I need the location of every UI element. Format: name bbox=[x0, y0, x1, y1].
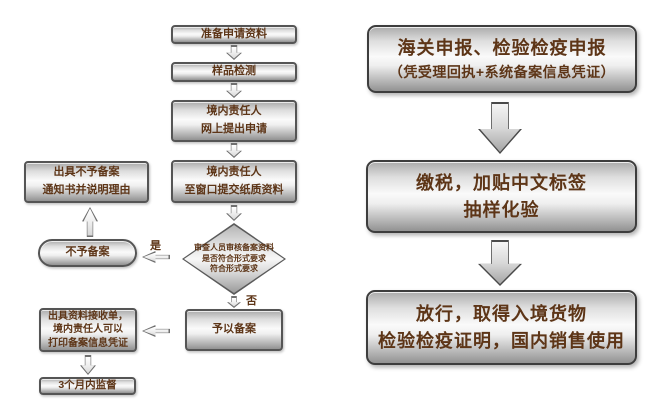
big-arrow-down-icon bbox=[478, 102, 522, 154]
decision-line-1: 审查人员审核备案资料 bbox=[194, 242, 274, 252]
step-window-submit-box: 境内责任人 至窗口提交纸质资料 bbox=[171, 160, 297, 203]
tax-label-line-2: 抽样化验 bbox=[463, 199, 540, 220]
yes-label: 是 bbox=[150, 240, 161, 252]
arrow-up-icon bbox=[82, 207, 98, 237]
arrow-down-icon bbox=[226, 205, 242, 221]
decision-diamond: 审查人员审核备案资料 是否符合形式要求 符合形式要求 bbox=[182, 223, 286, 295]
release-line-1: 放行，取得入境货物 bbox=[416, 304, 587, 325]
receipt-line-2: 境内责任人可以 bbox=[53, 324, 123, 336]
decision-line-2: 是否符合形式要求 bbox=[202, 253, 266, 263]
release-line-2: 检验检疫证明，国内销售使用 bbox=[378, 330, 625, 351]
step-prepare-label: 准备申请资料 bbox=[201, 27, 267, 40]
arrow-down-icon bbox=[226, 143, 242, 158]
online-apply-line-1: 境内责任人 bbox=[206, 105, 262, 118]
no-label: 否 bbox=[246, 295, 257, 307]
arrow-down-icon bbox=[80, 355, 96, 375]
reject-notice-box: 出具不予备案 通知书并说明理由 bbox=[24, 161, 149, 203]
supervision-box: 3个月内监督 bbox=[39, 377, 136, 395]
approve-box: 予以备案 bbox=[185, 309, 283, 351]
step-prepare-box: 准备申请资料 bbox=[171, 25, 297, 44]
arrow-down-icon bbox=[227, 296, 241, 308]
step-sample-test-box: 样品检测 bbox=[171, 62, 297, 82]
arrow-down-icon bbox=[226, 45, 242, 60]
release-box: 放行，取得入境货物 检验检疫证明，国内销售使用 bbox=[366, 290, 637, 365]
tax-label-box: 缴税，加贴中文标签 抽样化验 bbox=[366, 160, 637, 233]
approve-label: 予以备案 bbox=[212, 323, 256, 336]
online-apply-line-2: 网上提出申请 bbox=[201, 123, 267, 135]
window-submit-line-2: 至窗口提交纸质资料 bbox=[184, 183, 284, 196]
arrow-left-icon bbox=[142, 325, 170, 337]
decision-line-3: 符合形式要求 bbox=[210, 264, 258, 274]
reject-notice-line-1: 出具不予备案 bbox=[53, 166, 120, 179]
receipt-line-3: 打印备案信息凭证 bbox=[48, 337, 128, 349]
step-sample-test-label: 样品检测 bbox=[212, 65, 256, 78]
step-online-apply-box: 境内责任人 网上提出申请 bbox=[171, 100, 297, 142]
window-submit-line-1: 境内责任人 bbox=[206, 165, 262, 178]
receipt-line-1: 出具资料接收单， bbox=[48, 310, 128, 322]
reject-stadium: 不予备案 bbox=[38, 239, 137, 267]
reject-notice-line-2: 通知书并说明理由 bbox=[42, 184, 131, 196]
receipt-box: 出具资料接收单， 境内责任人可以 打印备案信息凭证 bbox=[39, 308, 137, 352]
arrow-down-icon bbox=[226, 83, 242, 98]
customs-declare-line-1: 海关申报、检验检疫申报 bbox=[397, 38, 607, 59]
customs-declare-box: 海关申报、检验检疫申报 （凭受理回执+系统备案信息凭证） bbox=[367, 25, 637, 93]
big-arrow-down-icon bbox=[478, 240, 522, 286]
arrow-left-icon bbox=[142, 251, 170, 263]
reject-label: 不予备案 bbox=[65, 246, 110, 259]
supervision-label: 3个月内监督 bbox=[58, 379, 117, 392]
tax-label-line-1: 缴税，加贴中文标签 bbox=[416, 173, 587, 194]
customs-declare-line-2: （凭受理回执+系统备案信息凭证） bbox=[388, 63, 616, 80]
